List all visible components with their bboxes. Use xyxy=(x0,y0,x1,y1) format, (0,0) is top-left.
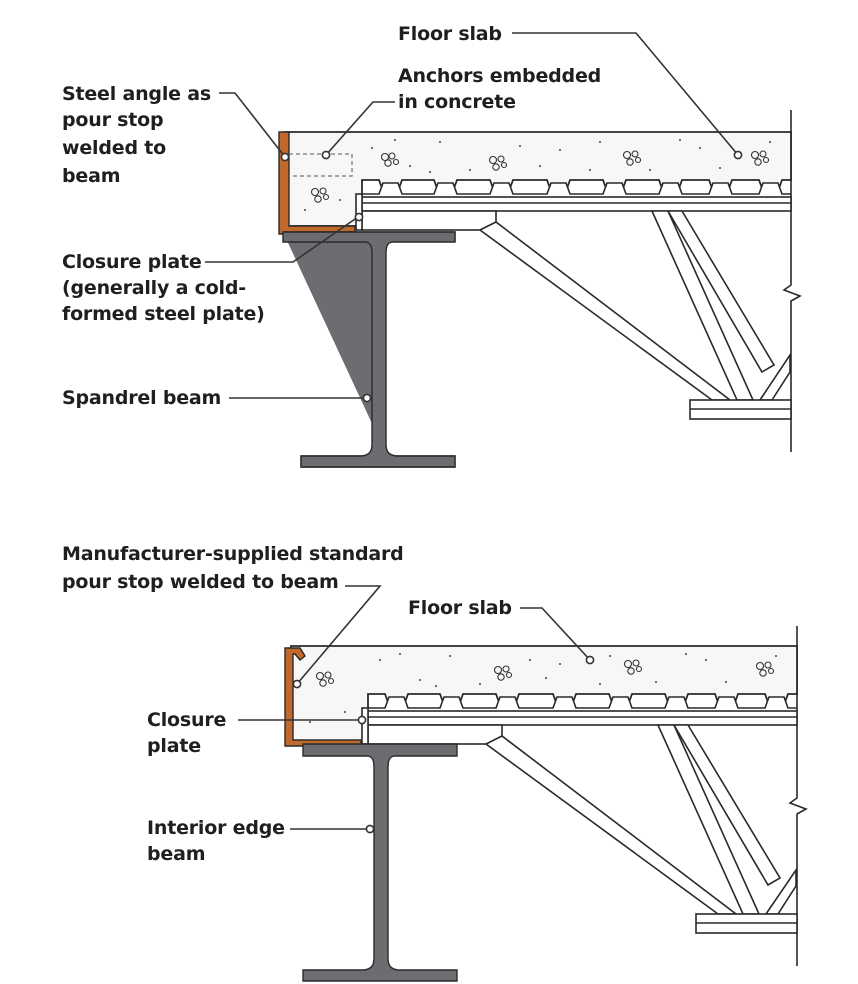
bottom-closure-plate-label: Closure plate xyxy=(147,709,233,757)
top-slab-aggregate xyxy=(304,139,771,211)
top-closure-plate-leader xyxy=(205,216,359,263)
top-steel-angle-leader xyxy=(219,92,286,158)
bottom-slab-aggregate xyxy=(309,653,777,723)
top-anchors-dashed xyxy=(289,153,353,177)
top-detail: Floor slab Anchors embedded in concrete … xyxy=(62,23,802,468)
bottom-interior-edge-beam-label: Interior edge beam xyxy=(147,817,291,865)
bottom-interior-edge-beam xyxy=(302,743,458,982)
top-joist-seat xyxy=(361,210,497,231)
top-anchors-label: Anchors embedded in concrete xyxy=(398,65,607,113)
bottom-floor-slab-label: Floor slab xyxy=(408,597,512,619)
top-steel-angle-pour-stop xyxy=(278,131,356,235)
top-joist-top-chord xyxy=(361,196,792,212)
top-steel-angle-label: Steel angle as pour stop welded to beam xyxy=(62,83,217,187)
top-metal-deck xyxy=(362,182,791,195)
bottom-joist-seat xyxy=(367,724,503,745)
top-wall-line xyxy=(782,110,802,452)
top-floor-slab-label: Floor slab xyxy=(398,23,502,45)
bottom-floor-slab-leader xyxy=(520,607,591,661)
bottom-metal-deck xyxy=(368,696,797,709)
bottom-pour-stop-label: Manufacturer-supplied standard pour stop… xyxy=(62,543,410,593)
top-closure-plate-label: Closure plate (generally a cold- formed … xyxy=(62,251,265,325)
top-anchors-leader xyxy=(325,101,395,156)
bottom-closure-plate xyxy=(361,707,369,745)
bottom-joist-top-chord xyxy=(367,710,798,726)
top-closure-plate xyxy=(355,193,363,231)
bottom-detail: Manufacturer-supplied standard pour stop… xyxy=(62,543,808,982)
top-floor-slab-leader xyxy=(512,32,739,156)
bottom-pour-stop-leader xyxy=(296,585,382,685)
top-spandrel-beam-label: Spandrel beam xyxy=(62,387,221,409)
top-spandrel-beam xyxy=(283,231,456,468)
bottom-wall-line xyxy=(788,626,808,966)
